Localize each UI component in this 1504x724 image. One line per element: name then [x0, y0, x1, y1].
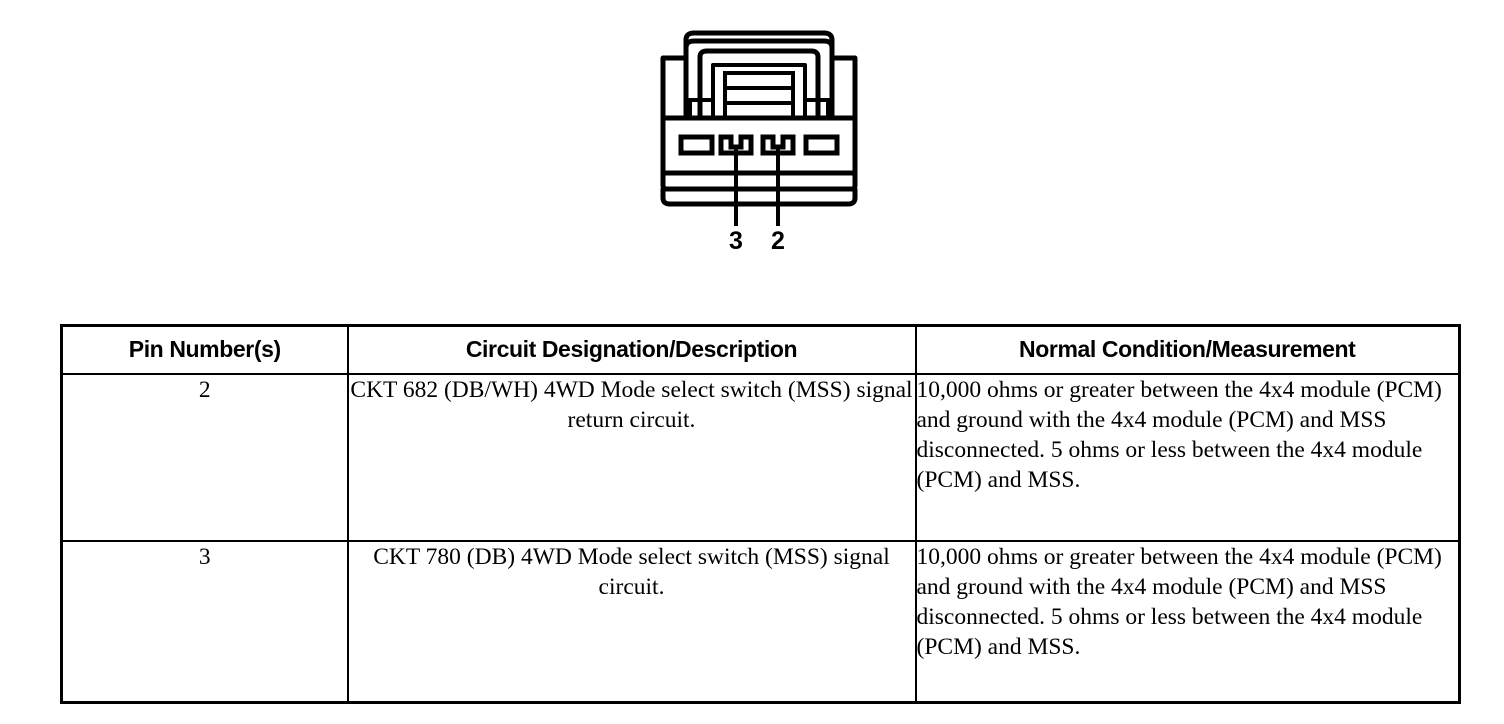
- pin-table-container: Pin Number(s) Circuit Designation/Descri…: [60, 324, 1461, 704]
- connector-skirt-band-2: [660, 186, 858, 207]
- table-header-row: Pin Number(s) Circuit Designation/Descri…: [60, 324, 1461, 375]
- pin-table-body: 2 CKT 682 (DB/WH) 4WD Mode select switch…: [60, 373, 1461, 704]
- connector-cavity-3: [760, 134, 796, 156]
- connector-cavity-2: [718, 134, 754, 156]
- column-header-normal-condition: Normal Condition/Measurement: [914, 324, 1461, 375]
- connector-diagram: 3 2: [0, 0, 1504, 300]
- connector-arch-inner: [711, 63, 807, 118]
- connector-cavity-4: [803, 134, 840, 156]
- table-row: 2 CKT 682 (DB/WH) 4WD Mode select switch…: [60, 373, 1461, 542]
- column-header-circuit-designation: Circuit Designation/Description: [346, 324, 917, 375]
- cell-circuit-description: CKT 682 (DB/WH) 4WD Mode select switch (…: [346, 373, 917, 542]
- connector-arch-outer: [683, 38, 835, 118]
- cell-normal-condition: 10,000 ohms or greater between the 4x4 m…: [914, 540, 1461, 704]
- table-row: 3 CKT 780 (DB) 4WD Mode select switch (M…: [60, 540, 1461, 704]
- pin-callout-label-3: 3: [729, 227, 743, 255]
- connector-cavity-1: [678, 134, 715, 156]
- cell-normal-condition: 10,000 ohms or greater between the 4x4 m…: [914, 373, 1461, 542]
- connector-latch-rib-block: [723, 71, 795, 120]
- cell-pin-number: 2: [60, 373, 349, 542]
- column-header-pin-number: Pin Number(s): [60, 324, 349, 375]
- pin-table-head: Pin Number(s) Circuit Designation/Descri…: [60, 324, 1461, 375]
- connector-drawing: 3 2: [660, 30, 858, 255]
- pin-table: Pin Number(s) Circuit Designation/Descri…: [60, 324, 1461, 704]
- cell-pin-number: 3: [60, 540, 349, 704]
- connector-arch-middle: [697, 48, 821, 118]
- pin-callout-label-2: 2: [771, 227, 785, 255]
- cell-circuit-description: CKT 780 (DB) 4WD Mode select switch (MSS…: [346, 540, 917, 704]
